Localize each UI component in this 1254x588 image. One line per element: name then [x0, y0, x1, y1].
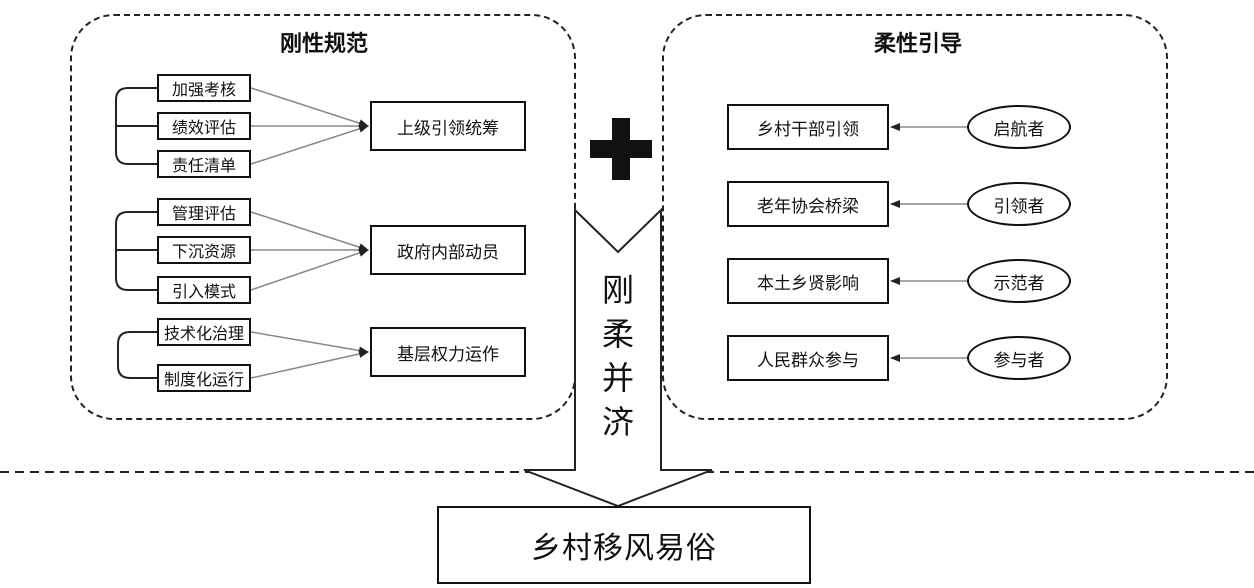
guidance-box: 老年协会桥梁 — [727, 181, 889, 227]
source-box: 下沉资源 — [157, 236, 251, 264]
arrow-text-char: 柔 — [601, 315, 634, 353]
big-down-arrow — [523, 207, 713, 508]
source-box: 制度化运行 — [157, 364, 251, 392]
source-box: 责任清单 — [157, 150, 251, 178]
flexible-guidance-panel — [662, 14, 1168, 420]
result-box: 乡村移风易俗 — [437, 506, 811, 584]
role-ellipse: 引领者 — [967, 182, 1071, 226]
source-box: 管理评估 — [157, 198, 251, 226]
arrow-text-char: 刚 — [601, 271, 634, 309]
target-box: 上级引领统筹 — [370, 101, 526, 151]
guidance-box: 乡村干部引领 — [727, 104, 889, 150]
role-ellipse: 示范者 — [967, 259, 1071, 303]
source-box: 绩效评估 — [157, 112, 251, 140]
role-ellipse: 启航者 — [967, 105, 1071, 149]
target-box: 政府内部动员 — [370, 225, 526, 275]
arrow-text-char: 并 — [601, 359, 634, 397]
source-box: 引入模式 — [157, 276, 251, 304]
target-box: 基层权力运作 — [370, 327, 526, 377]
source-box: 加强考核 — [157, 74, 251, 102]
source-box: 技术化治理 — [157, 318, 251, 346]
role-ellipse: 参与者 — [967, 336, 1071, 380]
rigid-norms-title: 刚性规范 — [279, 32, 368, 57]
flexible-guidance-title: 柔性引导 — [873, 32, 962, 57]
plus-icon — [590, 118, 652, 180]
arrow-text-char: 济 — [601, 403, 634, 441]
guidance-box: 本土乡贤影响 — [727, 258, 889, 304]
guidance-box: 人民群众参与 — [727, 335, 889, 381]
